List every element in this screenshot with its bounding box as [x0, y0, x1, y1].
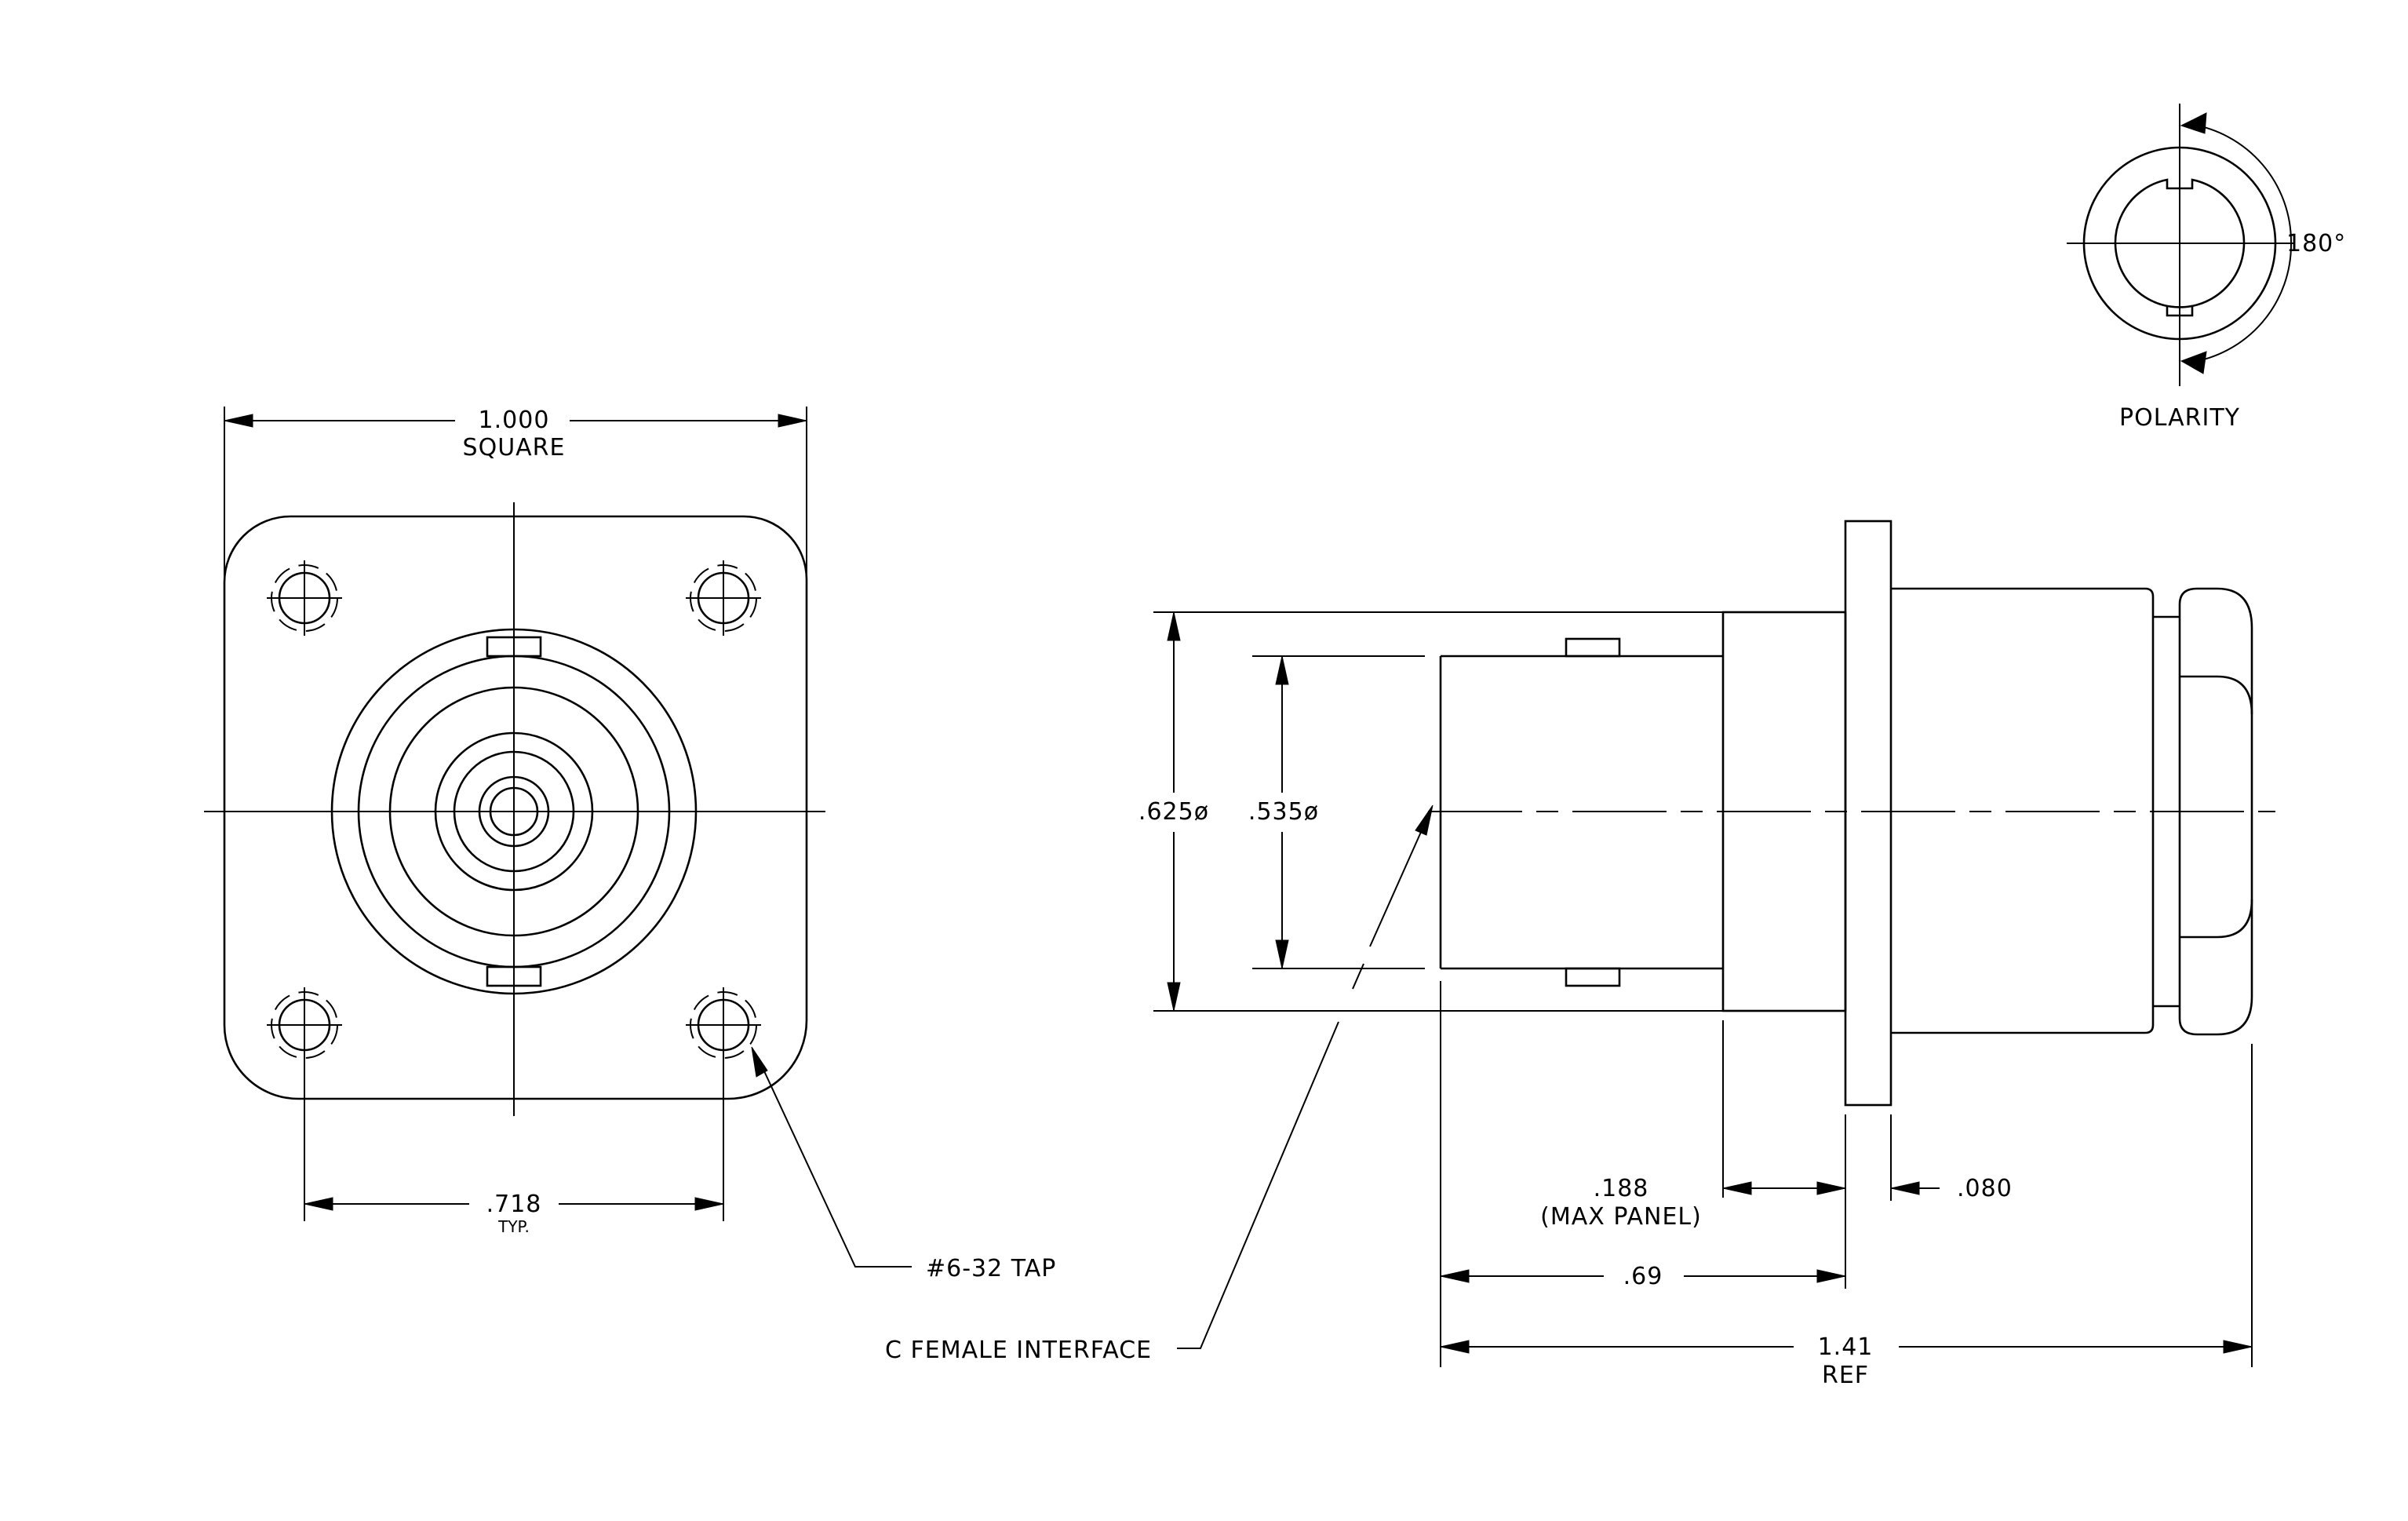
- side-rear-body: [1891, 587, 2155, 1034]
- flange-dim-label: .080: [1957, 1175, 2013, 1202]
- side-lug-top: [1565, 637, 1621, 658]
- dia-outer-label: .625ø: [1138, 798, 1209, 826]
- polarity-inner-keyed: [2114, 178, 2246, 308]
- front-lug-top: [486, 636, 542, 658]
- front-lug-bottom: [486, 965, 542, 987]
- hole-spacing-note: TYP.: [497, 1217, 530, 1236]
- front-flange-outline: [223, 515, 808, 1100]
- front-center-pin: [489, 786, 539, 837]
- polarity-view: 180° POLARITY: [2067, 104, 2346, 432]
- front-ring-4: [434, 731, 594, 892]
- mount-hole-br: [686, 987, 761, 1063]
- panel-note-label: (MAX PANEL): [1540, 1203, 1702, 1231]
- mount-hole-tl: [267, 560, 342, 636]
- polarity-angle-label: 180°: [2286, 230, 2346, 257]
- polarity-title: POLARITY: [2119, 404, 2240, 432]
- front-ring-1: [330, 628, 698, 995]
- tap-label: #6-32 TAP: [926, 1255, 1056, 1282]
- mount-hole-tr: [686, 560, 761, 636]
- side-nut: [2178, 587, 2253, 1036]
- hole-spacing-label: .718: [486, 1191, 542, 1218]
- front-ring-6: [478, 775, 550, 848]
- side-flange: [1844, 520, 1893, 1107]
- square-dim-label: 1.000: [479, 407, 550, 434]
- mount-hole-bl: [267, 987, 342, 1063]
- body-len-label: .69: [1623, 1263, 1663, 1290]
- front-view: 1.000 SQUARE .718 TYP. #6-32 TAP: [204, 407, 1056, 1282]
- panel-dim-label: .188: [1594, 1175, 1649, 1202]
- front-ring-5: [453, 750, 575, 873]
- side-view: .625ø .535ø C FEMALE INTERFACE .188 (MAX…: [885, 520, 2275, 1389]
- interface-label: C FEMALE INTERFACE: [885, 1337, 1152, 1364]
- overall-len-label: 1.41: [1818, 1333, 1874, 1361]
- front-ring-3: [388, 686, 639, 937]
- polarity-outer-circle: [2082, 146, 2277, 341]
- square-word-label: SQUARE: [463, 434, 566, 461]
- side-lug-bottom: [1565, 967, 1621, 987]
- dia-inner-label: .535ø: [1248, 798, 1319, 826]
- overall-note-label: REF: [1822, 1362, 1869, 1389]
